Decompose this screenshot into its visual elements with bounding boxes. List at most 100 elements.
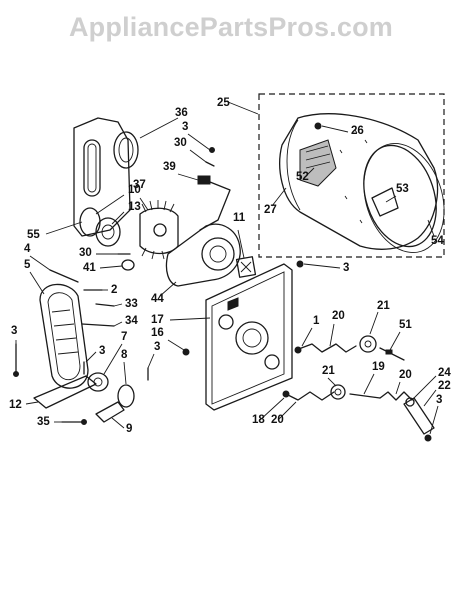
idler-arm-9	[95, 401, 125, 423]
callout-17: 17	[151, 314, 164, 326]
bracket-24-22	[403, 397, 435, 435]
drum-surface-texture	[339, 129, 368, 224]
drive-belt-5	[39, 283, 89, 389]
motor-switch-mark	[240, 261, 252, 273]
leader-21b	[327, 377, 337, 387]
screw-3e	[296, 260, 304, 268]
callout-51: 51	[399, 319, 412, 331]
leader-20c	[277, 401, 297, 421]
leader-20b	[395, 381, 401, 395]
leader-20a	[329, 323, 335, 347]
idler-pulley-7-hub	[93, 377, 103, 387]
leader-lines	[15, 101, 439, 435]
screw-33	[95, 303, 115, 307]
roller-shaft-upper	[295, 343, 357, 353]
rear-bulkhead	[73, 117, 139, 237]
callout-20-b: 20	[399, 369, 412, 381]
motor-end-bell-inner	[209, 245, 227, 263]
leader-33	[113, 303, 123, 307]
callout-22: 22	[438, 380, 451, 392]
front-bulkhead-bracket	[227, 297, 239, 311]
leader-18	[259, 397, 285, 421]
screw-30a	[205, 161, 215, 167]
leader-54	[427, 219, 435, 237]
belt-assembly	[13, 269, 115, 389]
glide-24	[405, 397, 415, 407]
leader-25	[227, 101, 259, 115]
callout-44: 44	[151, 293, 164, 305]
callout-3-d: 3	[154, 341, 160, 353]
callout-25: 25	[217, 97, 230, 109]
callout-53: 53	[396, 183, 409, 195]
leader-3c	[85, 351, 97, 363]
thermostat-39	[197, 175, 211, 185]
callout-54: 54	[431, 235, 444, 247]
callout-12: 12	[9, 399, 22, 411]
callout-13: 13	[128, 201, 141, 213]
leader-52	[305, 167, 315, 177]
drum-support-rollers	[282, 260, 435, 442]
callout-3-e: 3	[343, 262, 349, 274]
callout-20-c: 20	[271, 414, 284, 426]
callout-21-b: 21	[322, 365, 335, 377]
callout-52: 52	[296, 171, 309, 183]
leader-7	[103, 343, 123, 375]
motor-44	[165, 223, 241, 287]
leader-19	[363, 373, 375, 395]
callout-19: 19	[372, 361, 385, 373]
leader-3a	[187, 133, 211, 151]
leader-36	[139, 117, 179, 139]
leader-55	[45, 221, 83, 235]
drum-rear-rim	[286, 119, 301, 211]
callout-26: 26	[351, 125, 364, 137]
front-bulkhead-port-b	[264, 354, 280, 370]
leader-39	[177, 173, 199, 181]
callout-5: 5	[24, 259, 31, 271]
motor-switch-11	[235, 256, 257, 278]
thermostat-wire	[199, 179, 231, 231]
front-bulkhead	[182, 263, 293, 411]
screw-1	[294, 346, 302, 354]
callout-11: 11	[233, 212, 246, 224]
drum-cylinder	[279, 113, 439, 250]
callout-39: 39	[163, 161, 176, 173]
callout-3-b: 3	[11, 325, 17, 337]
drum-assembly-dashed-box	[258, 93, 445, 258]
leader-12	[25, 401, 39, 405]
callout-4: 4	[24, 243, 31, 255]
leader-51	[389, 331, 401, 351]
callout-24: 24	[438, 367, 451, 379]
callout-9: 9	[126, 423, 132, 435]
leader-4	[29, 255, 51, 271]
callout-3-a: 3	[182, 121, 188, 133]
callout-36: 36	[175, 107, 188, 119]
roller-shaft-lower	[285, 391, 335, 401]
leader-53	[385, 195, 397, 203]
callout-33: 33	[125, 298, 138, 310]
rear-bulkhead-panel	[73, 117, 131, 237]
drum-front-opening	[363, 144, 437, 248]
leader-37	[139, 197, 149, 211]
leader-3d	[147, 353, 155, 369]
drum-screw	[314, 122, 322, 130]
screw-35-head	[81, 419, 87, 425]
callout-21-a: 21	[377, 300, 390, 312]
callout-30-b: 30	[79, 247, 92, 259]
callout-3-f: 3	[436, 394, 442, 406]
front-bulkhead-port-a	[218, 314, 234, 330]
screw-16	[182, 348, 190, 356]
leader-9	[111, 417, 125, 429]
front-bulkhead-hub-inner	[242, 328, 262, 348]
motor-end-bell	[201, 237, 235, 271]
drive-belt-5-inner	[47, 292, 81, 381]
leader-22	[423, 389, 437, 407]
callout-16: 16	[151, 327, 164, 339]
rear-seal-ring-inner	[118, 137, 134, 163]
blower-seal-10	[79, 207, 101, 237]
leader-3f	[429, 405, 439, 435]
idler-8	[117, 384, 135, 408]
leader-1	[301, 327, 313, 347]
